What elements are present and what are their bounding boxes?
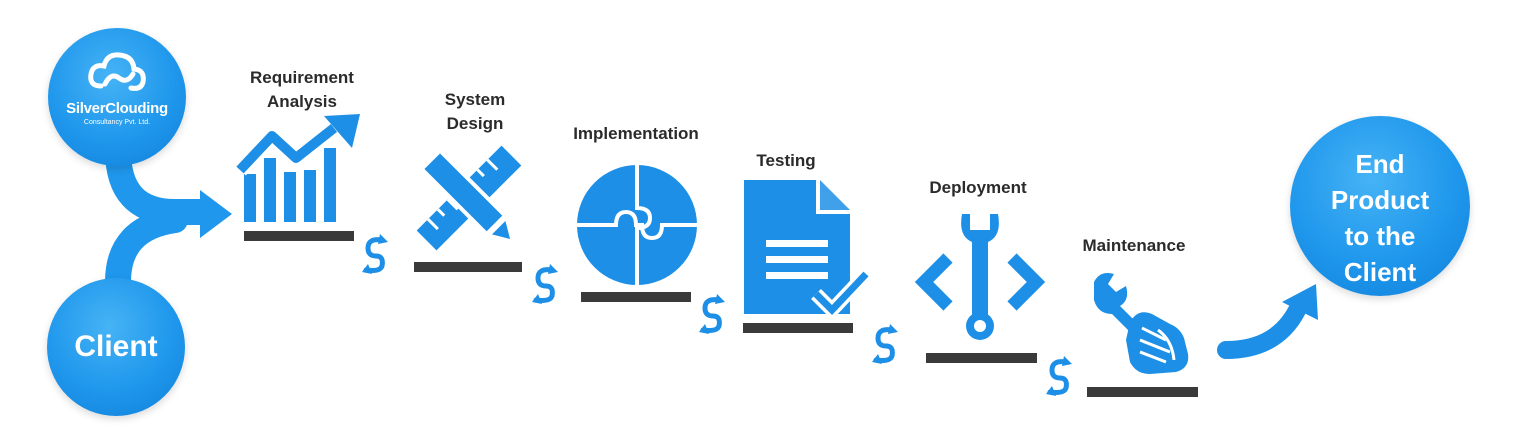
- document-check-icon: [744, 180, 872, 321]
- link-icon: [362, 234, 388, 274]
- step-label-implementation: Implementation: [573, 124, 699, 143]
- end-product-line: Product: [1330, 185, 1430, 215]
- link-icon: [699, 294, 725, 334]
- client-circle: Client: [47, 278, 185, 416]
- puzzle-icon: [577, 165, 697, 285]
- link-icon: [872, 324, 898, 364]
- link-icon: [1046, 356, 1072, 396]
- curved-arrow-icon: [1217, 284, 1318, 359]
- step-underline-testing: [743, 323, 853, 333]
- brand-logo-circle: SilverClouding Consultancy Pvt. Ltd.: [48, 28, 186, 166]
- step-label-requirement-analysis: Requirement Analysis: [250, 68, 354, 111]
- client-label: Client: [74, 330, 158, 363]
- end-product-line: End: [1355, 149, 1405, 179]
- cloud-logo-icon: [88, 52, 146, 91]
- brand-name: SilverClouding: [66, 100, 168, 117]
- step-underline-requirement-analysis: [244, 231, 354, 241]
- step-underline-system-design: [414, 262, 522, 272]
- end-product-line: to the: [1344, 221, 1416, 251]
- step-underline-implementation: [581, 292, 691, 302]
- step-label-deployment: Deployment: [929, 178, 1027, 197]
- step-underline-maintenance: [1087, 387, 1198, 397]
- link-icon: [532, 264, 558, 304]
- end-product-circle: End Product to the Client: [1290, 116, 1470, 296]
- growth-chart-icon: [234, 114, 360, 222]
- step-underline-deployment: [926, 353, 1037, 363]
- hand-wrench-icon: [1094, 273, 1189, 374]
- step-label-maintenance: Maintenance: [1082, 236, 1186, 255]
- brand-tagline: Consultancy Pvt. Ltd.: [83, 119, 151, 126]
- step-label-testing: Testing: [756, 151, 816, 170]
- step-label-system-design: System Design: [444, 90, 506, 133]
- pencil-ruler-icon: [416, 145, 522, 251]
- code-wrench-icon: [914, 214, 1046, 340]
- end-product-line: Client: [1343, 257, 1417, 287]
